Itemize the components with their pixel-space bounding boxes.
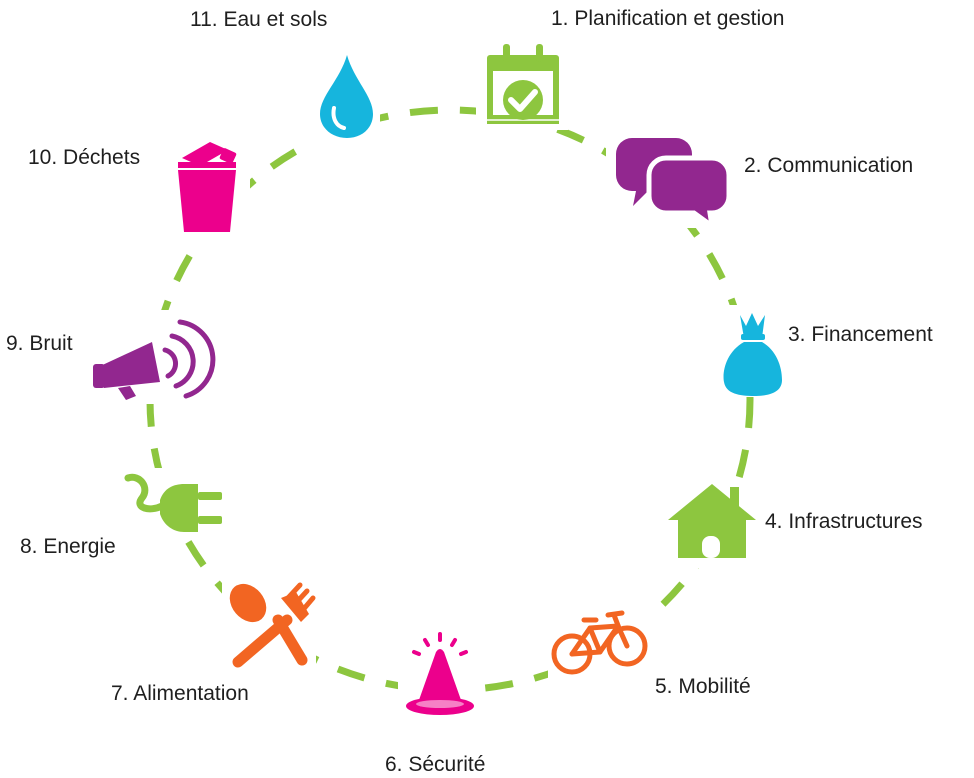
house-icon [668,484,756,558]
water-drop-icon [320,55,373,138]
label-6: 6. Sécurité [385,753,485,776]
megaphone-icon [93,319,216,400]
label-11: 11. Eau et sols [190,8,327,31]
calendar-check-icon [485,44,561,124]
fork-spoon-icon [229,582,316,668]
speech-bubbles-icon [616,138,732,232]
power-plug-icon [124,473,222,532]
label-4: 4. Infrastructures [765,510,923,533]
label-3: 3. Financement [788,323,933,346]
bicycle-icon [551,610,648,675]
labels: 1. Planification et gestion 2. Communica… [6,7,933,776]
label-2: 2. Communication [744,154,913,177]
label-7: 7. Alimentation [111,682,249,705]
trash-bin-icon [178,142,237,232]
label-8: 8. Energie [20,535,116,558]
label-10: 10. Déchets [28,146,140,169]
label-9: 9. Bruit [6,332,73,355]
label-5: 5. Mobilité [655,675,751,698]
money-bag-icon [723,313,782,396]
label-1: 1. Planification et gestion [551,7,784,30]
traffic-cone-icon [406,632,474,715]
